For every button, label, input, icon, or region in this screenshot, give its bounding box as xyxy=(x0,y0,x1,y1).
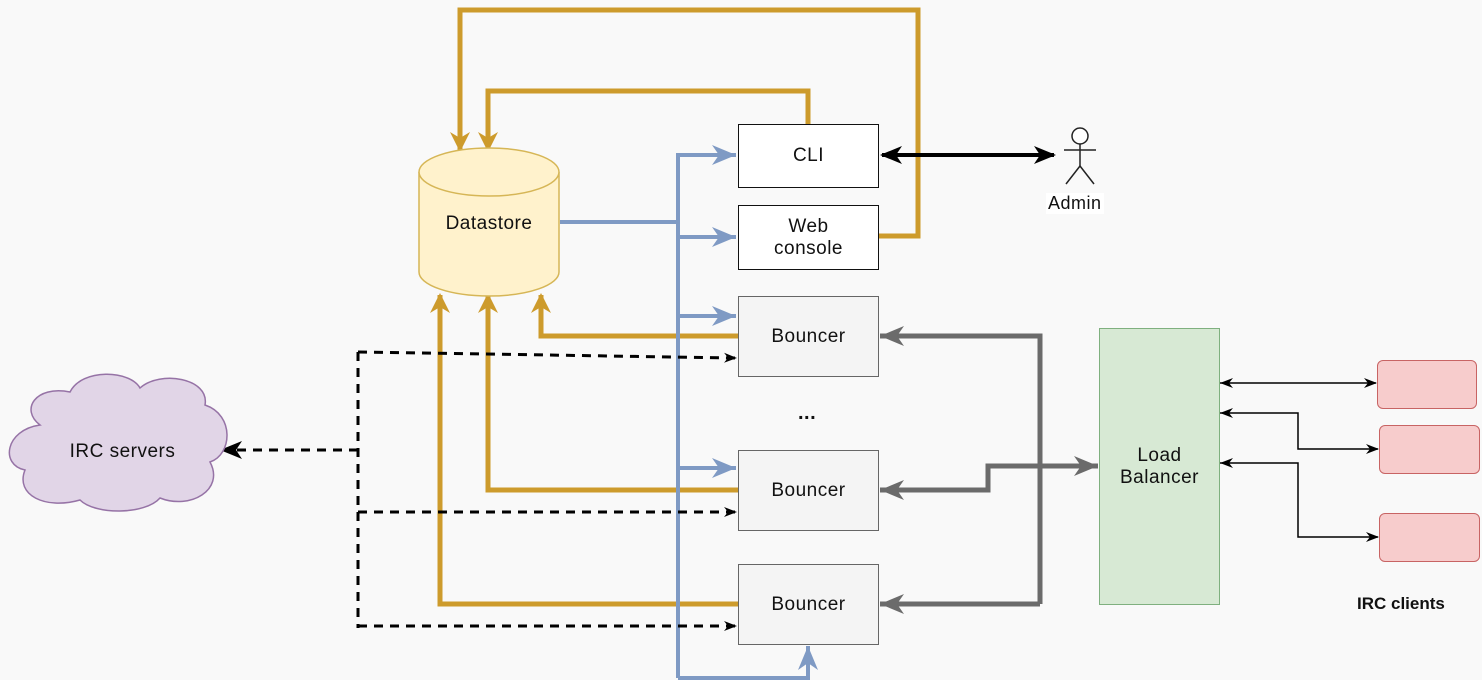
bouncer-box-1[interactable]: Bouncer xyxy=(738,296,879,377)
gold-edges xyxy=(430,7,921,607)
edge-cli-datastore xyxy=(478,88,811,152)
irc-client-2[interactable] xyxy=(1379,425,1480,474)
web-console-label-line2: console xyxy=(774,237,843,259)
load-balancer-label-line1: Load xyxy=(1137,444,1182,466)
web-console-box[interactable]: Web console xyxy=(738,205,879,270)
blue-edges xyxy=(560,145,818,680)
edge-lb-bouncer2 xyxy=(880,456,1098,500)
edge-lb-client3 xyxy=(1220,458,1379,542)
edge-datastore-bouncer3 xyxy=(678,646,818,680)
load-balancer-box[interactable]: Load Balancer xyxy=(1099,328,1220,605)
datastore-cylinder xyxy=(418,147,560,297)
load-balancer-label-line2: Balancer xyxy=(1120,466,1199,488)
cli-box[interactable]: CLI xyxy=(738,124,879,188)
edge-webconsole-datastore xyxy=(450,7,921,239)
edge-datastore-cli xyxy=(676,145,736,678)
bouncer-box-3[interactable]: Bouncer xyxy=(738,564,879,645)
dashed-edges xyxy=(220,350,737,631)
bouncer-label-2: Bouncer xyxy=(771,479,846,501)
irc-servers-cloud xyxy=(8,373,228,512)
irc-client-3[interactable] xyxy=(1379,513,1480,562)
irc-clients-label: IRC clients xyxy=(1357,594,1445,613)
edge-lb-bouncer1 xyxy=(880,326,1043,604)
client-edges xyxy=(1220,378,1379,542)
irc-client-1[interactable] xyxy=(1377,360,1477,409)
admin-icon xyxy=(1064,127,1096,185)
bouncer-ellipsis: ... xyxy=(798,402,817,424)
edge-bouncer1-datastore xyxy=(531,293,738,339)
admin-label: Admin xyxy=(1046,193,1104,214)
web-console-label-line1: Web xyxy=(788,215,829,237)
edge-bouncer2-datastore xyxy=(478,293,738,493)
bouncer-label-1: Bouncer xyxy=(771,325,846,347)
bouncer-label-3: Bouncer xyxy=(771,593,846,615)
cli-label: CLI xyxy=(792,145,825,166)
edge-lb-client2 xyxy=(1220,408,1379,454)
edge-bouncer3-datastore xyxy=(430,293,738,607)
grey-edges xyxy=(880,326,1098,614)
bouncer-box-2[interactable]: Bouncer xyxy=(738,450,879,531)
